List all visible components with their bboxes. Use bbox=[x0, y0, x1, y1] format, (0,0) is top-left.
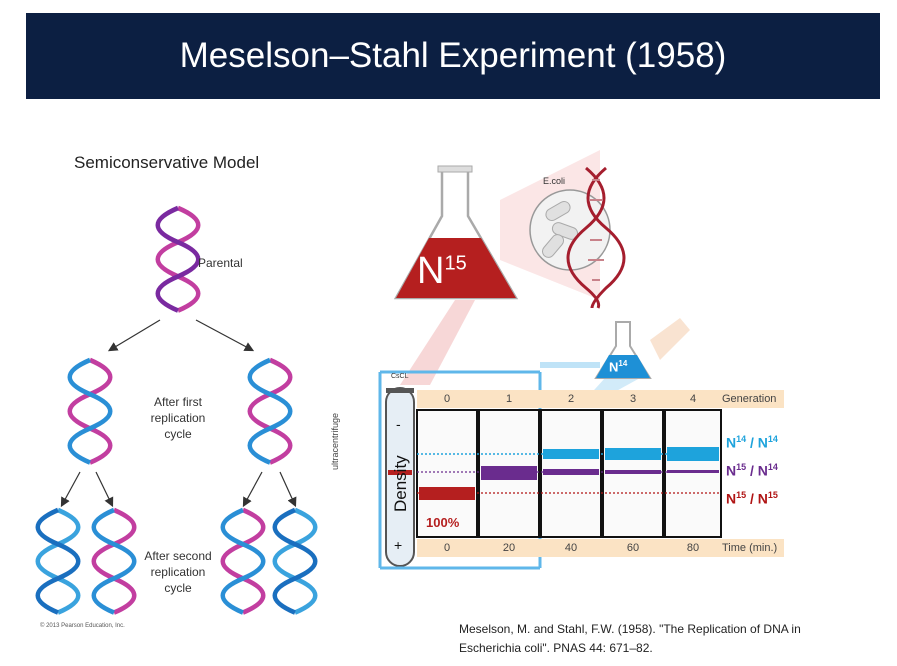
time-3: 60 bbox=[626, 542, 640, 554]
time-4: 80 bbox=[686, 542, 700, 554]
band-light-gen2 bbox=[543, 449, 599, 459]
band-label-n15-n14: N15 / N14 bbox=[726, 462, 778, 479]
first-cycle-label: After first replication cycle bbox=[150, 395, 206, 441]
citation: Meselson, M. and Stahl, F.W. (1958). "Th… bbox=[459, 622, 801, 655]
band-hybrid-gen2 bbox=[543, 469, 599, 475]
percent-label: 100% bbox=[426, 515, 460, 530]
generation-2: 2 bbox=[567, 393, 575, 405]
n15-flask-icon bbox=[393, 165, 519, 300]
band-n15-gen0 bbox=[419, 487, 475, 500]
time-2: 40 bbox=[564, 542, 578, 554]
generation-header: Generation bbox=[722, 393, 777, 405]
band-hybrid-gen3 bbox=[605, 470, 661, 474]
band-label-n14-n14: N14 / N14 bbox=[726, 434, 778, 451]
generation-0: 0 bbox=[443, 393, 451, 405]
dna-helix-icon bbox=[566, 166, 626, 309]
title-banner: Meselson–Stahl Experiment (1958) bbox=[26, 13, 880, 99]
band-light-gen4 bbox=[667, 447, 719, 461]
generation-3: 3 bbox=[629, 393, 637, 405]
copyright-note: © 2013 Pearson Education, Inc. bbox=[40, 623, 125, 629]
parental-helix bbox=[158, 208, 199, 311]
generation-4: 4 bbox=[689, 393, 697, 405]
ecoli-label: E.coli bbox=[543, 176, 566, 186]
n14-flask-icon bbox=[594, 321, 652, 379]
time-header: Time (min.) bbox=[722, 542, 778, 554]
density-label: Density bbox=[391, 455, 410, 512]
model-title: Semiconservative Model bbox=[74, 153, 260, 172]
band-light-gen3 bbox=[605, 448, 661, 460]
n14-flask-label: N14 bbox=[609, 359, 628, 375]
cscl-label: CsCL bbox=[391, 373, 409, 380]
time-0: 0 bbox=[443, 542, 451, 554]
parental-label: Parental bbox=[198, 256, 243, 270]
first-helix-right bbox=[250, 360, 291, 463]
band-label-n15-n15: N15 / N15 bbox=[726, 490, 778, 507]
second-cycle-label: After second replication cycle bbox=[144, 549, 212, 595]
plus-label: + bbox=[394, 537, 403, 553]
band-hybrid-gen1 bbox=[481, 466, 537, 480]
band-hybrid-gen4 bbox=[667, 470, 719, 473]
slide-title: Meselson–Stahl Experiment (1958) bbox=[179, 36, 727, 75]
test-tube bbox=[385, 387, 415, 567]
generation-1: 1 bbox=[505, 393, 513, 405]
ultracentrifuge-label: ultracentrifuge bbox=[330, 412, 340, 470]
minus-label: - bbox=[396, 416, 401, 432]
n15-flask-label: N15 bbox=[417, 250, 467, 292]
time-1: 20 bbox=[502, 542, 516, 554]
first-helix-left bbox=[70, 360, 111, 463]
